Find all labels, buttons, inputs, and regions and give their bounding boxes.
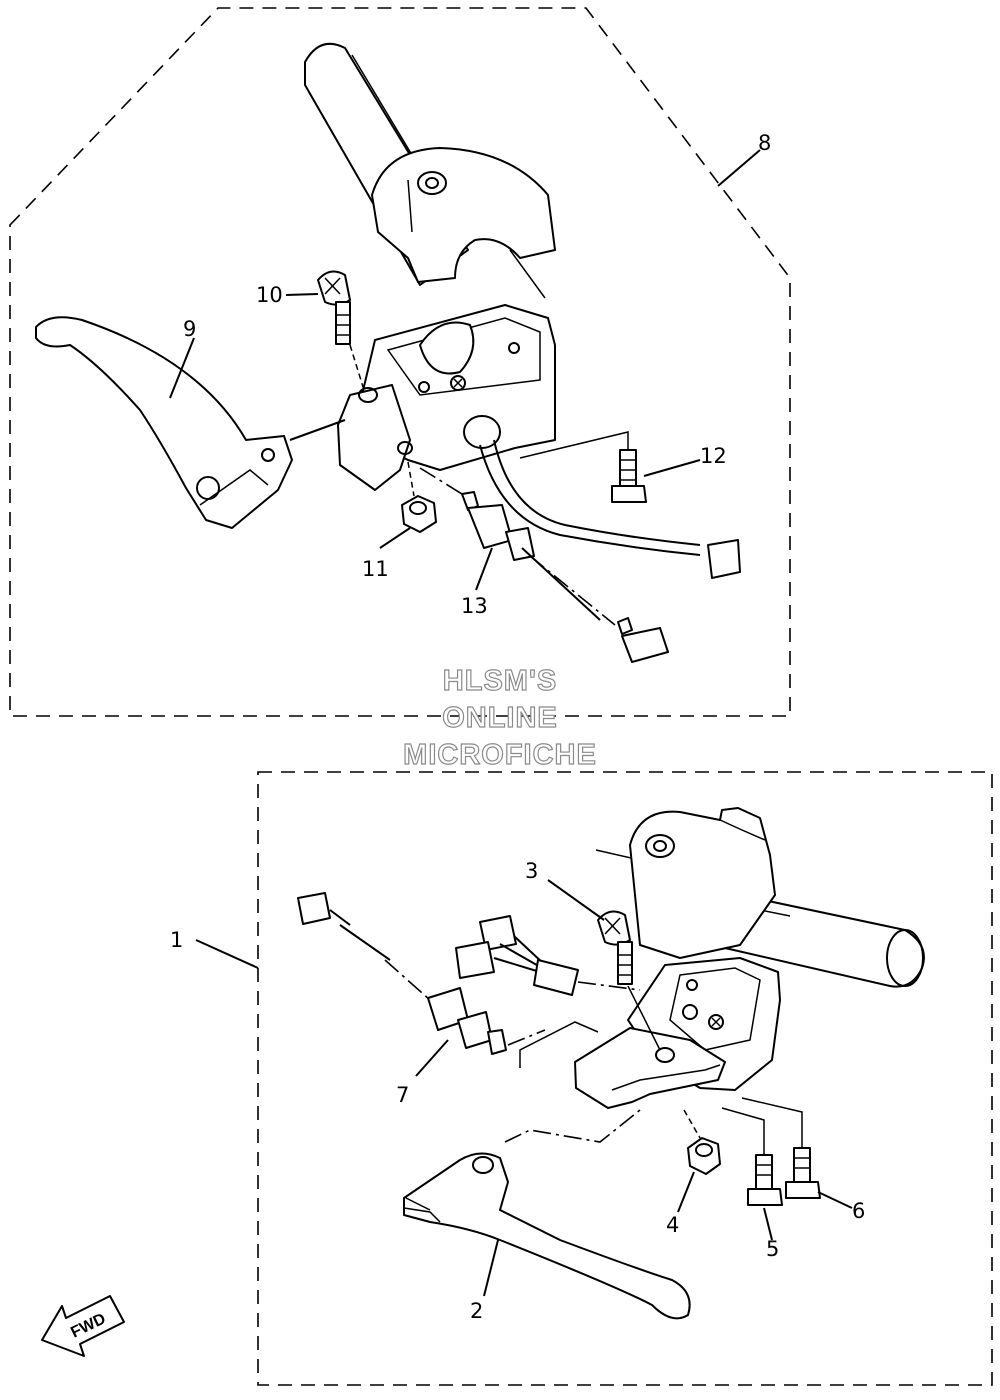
- lower-lever-holder: [574, 957, 781, 1109]
- lower-switch-harness: [455, 915, 641, 996]
- watermark-line-2: ONLINE: [442, 702, 558, 734]
- upper-clamp-holder: [371, 147, 556, 283]
- lower-nut: [683, 1109, 721, 1175]
- upper-nut: [401, 461, 437, 533]
- lower-clutch-switch: [297, 892, 599, 1068]
- lower-clamp-bolt-6: [741, 1097, 821, 1199]
- callout-5: 5: [766, 1237, 779, 1261]
- lower-clamp-bolt-5: [721, 1107, 783, 1206]
- callout-8: 8: [758, 131, 771, 155]
- callout-13: 13: [461, 594, 488, 618]
- lower-handlebar-grip: [595, 849, 925, 988]
- upper-switch-wire: [479, 444, 701, 556]
- callout-3: 3: [525, 859, 538, 883]
- callout-1: 1: [170, 928, 183, 952]
- upper-clamp-bolt: [519, 431, 647, 503]
- upper-pivot-bolt: [317, 270, 351, 345]
- callout-12: 12: [700, 444, 727, 468]
- upper-assembly-outline: [9, 7, 791, 717]
- upper-lever-holder: [337, 304, 556, 491]
- lower-assembly-group: 1 2 3 4 5 6 7: [170, 771, 993, 1386]
- upper-clutch-lever: [35, 316, 293, 529]
- watermark-line-3: MICROFICHE: [403, 739, 597, 771]
- lower-brake-lever: [403, 1109, 691, 1320]
- lower-pivot-bolt: [597, 910, 661, 1051]
- watermark-line-1: HLSM'S: [443, 665, 557, 697]
- callout-4: 4: [666, 1213, 679, 1237]
- upper-clutch-switch: [419, 467, 669, 663]
- upper-wire-connector: [707, 539, 741, 579]
- callout-6: 6: [852, 1199, 865, 1223]
- callout-11: 11: [362, 557, 389, 581]
- lower-assembly-outline: [257, 771, 993, 1386]
- callout-2: 2: [470, 1299, 483, 1323]
- callout-10: 10: [256, 283, 283, 307]
- lower-clamp-holder: [629, 807, 776, 959]
- forward-direction-arrow: FWD: [41, 1295, 125, 1357]
- callout-9: 9: [183, 317, 196, 341]
- callout-7: 7: [396, 1083, 409, 1107]
- watermark: HLSM'S ONLINE MICROFICHE: [403, 664, 597, 771]
- upper-assembly-group: 8 9 10 11 12 13: [9, 7, 791, 717]
